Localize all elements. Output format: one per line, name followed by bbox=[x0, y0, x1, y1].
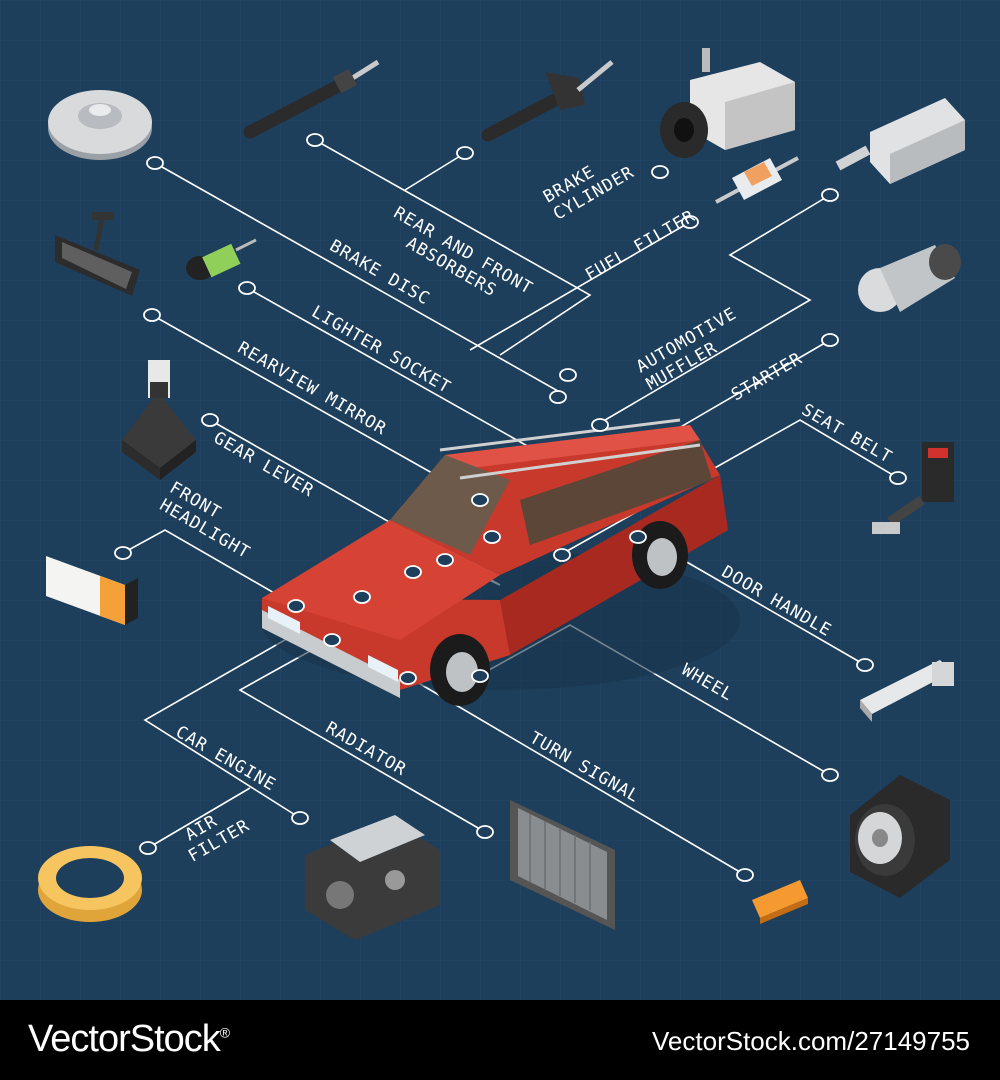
line-muffler bbox=[599, 194, 831, 424]
lighter-socket-part bbox=[186, 238, 257, 280]
brand-logo: VectorStock® bbox=[28, 1018, 230, 1061]
line-brake-disc bbox=[154, 162, 566, 396]
seat-belt-part bbox=[872, 442, 954, 534]
brake-cylinder-part bbox=[660, 48, 795, 158]
line-turn bbox=[409, 677, 746, 876]
car-illustration bbox=[260, 418, 740, 706]
line-fuel-filter bbox=[469, 221, 691, 351]
brand-name: VectorStock bbox=[28, 1018, 221, 1060]
line-air bbox=[147, 787, 251, 849]
tire-part bbox=[850, 775, 950, 898]
absorber-part-1 bbox=[243, 59, 380, 139]
absorber-part-2 bbox=[481, 60, 614, 142]
muffler-part bbox=[835, 98, 965, 184]
door-handle-part bbox=[860, 660, 954, 722]
line-headlight bbox=[122, 529, 296, 606]
infographic-canvas: BRAKE CYLINDER REAR AND FRONT ABSORBERS … bbox=[0, 0, 1000, 1000]
line-brake-cylinder bbox=[404, 152, 466, 191]
watermark-footer: VectorStock® VectorStock.com/27149755 bbox=[0, 1000, 1000, 1080]
line-rearview bbox=[151, 314, 481, 501]
gear-lever-part bbox=[122, 360, 196, 480]
starter-part bbox=[858, 244, 961, 312]
stock-id: VectorStock.com/27149755 bbox=[652, 1026, 970, 1056]
diagram-graphics bbox=[0, 0, 1000, 1000]
registered-mark: ® bbox=[219, 1024, 230, 1041]
connector-dots bbox=[114, 133, 907, 882]
turn-signal-part bbox=[752, 880, 808, 924]
radiator-part bbox=[510, 800, 615, 930]
headlight-part bbox=[46, 556, 138, 625]
air-filter-part bbox=[38, 846, 142, 922]
car-engine-part bbox=[305, 815, 440, 940]
line-absorbers bbox=[314, 139, 592, 356]
fuel-filter-part bbox=[715, 156, 799, 204]
brake-disc-part bbox=[48, 90, 152, 160]
rearview-mirror-part bbox=[55, 212, 140, 296]
